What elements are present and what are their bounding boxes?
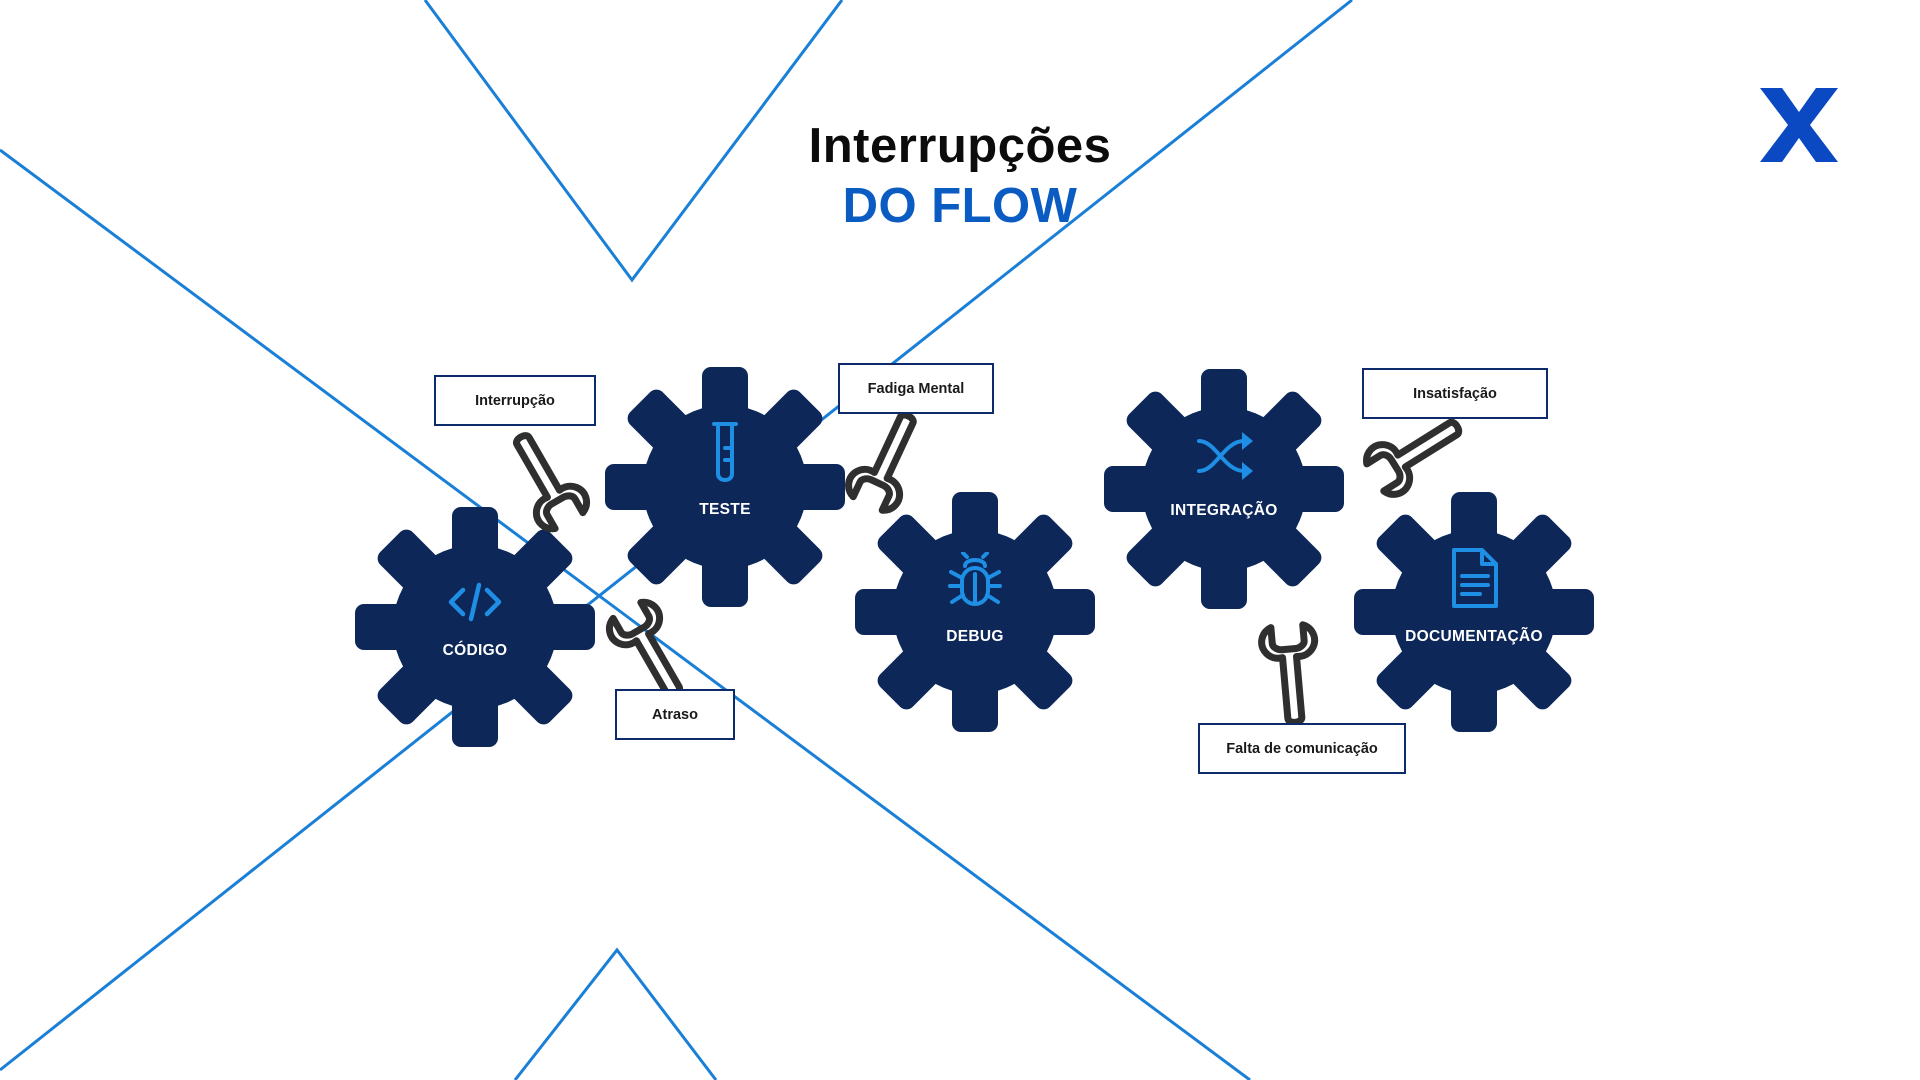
gear-codigo: CÓDIGO (355, 507, 595, 747)
gear-debug: DEBUG (855, 492, 1095, 732)
title-line-1: Interrupções (808, 119, 1112, 173)
document-icon (1452, 548, 1498, 608)
gear-integracao: INTEGRAÇÃO (1104, 369, 1344, 609)
tag-insatisfacao: Insatisfação (1362, 368, 1548, 419)
gear-shape (355, 507, 595, 747)
gear-shape (855, 492, 1095, 732)
wrench-icon (1254, 619, 1329, 728)
gear-label: DOCUMENTAÇÃO (1405, 628, 1543, 645)
test-tube-icon (712, 422, 738, 482)
tag-falta-de-comunicacao: Falta de comunicação (1198, 723, 1406, 774)
gear-label: INTEGRAÇÃO (1170, 502, 1278, 519)
gear-shape (1354, 492, 1594, 732)
tag-interrupcao: Interrupção (434, 375, 596, 426)
code-icon (448, 582, 502, 622)
gear-label: DEBUG (946, 628, 1004, 645)
gear-label: CÓDIGO (442, 642, 508, 659)
bug-icon (948, 552, 1002, 606)
brand-x-logo (1760, 88, 1838, 162)
gear-documentacao: DOCUMENTAÇÃO (1354, 492, 1594, 732)
title-line-2: DO FLOW (842, 179, 1078, 233)
tag-fadiga-mental: Fadiga Mental (838, 363, 994, 414)
gear-label: TESTE (699, 501, 751, 518)
tag-atraso: Atraso (615, 689, 735, 740)
gear-shape (1104, 369, 1344, 609)
shuffle-icon (1197, 432, 1253, 480)
gear-teste: TESTE (605, 367, 845, 607)
